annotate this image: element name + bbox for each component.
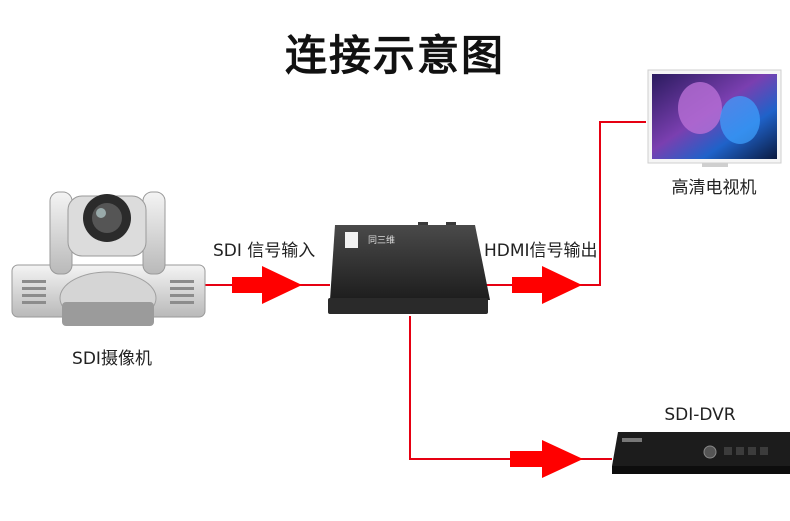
brand-label: 同三维	[368, 234, 395, 246]
page-title: 连接示意图	[284, 31, 505, 80]
output-signal-label: HDMI信号输出	[484, 241, 598, 261]
input-signal-label: SDI 信号输入	[213, 241, 316, 261]
camera-label: SDI摄像机	[72, 349, 152, 369]
converter-box-icon: 同三维	[328, 222, 490, 314]
television-icon	[647, 69, 782, 167]
output-arrow-icon	[512, 266, 582, 304]
dvr-recorder-icon	[612, 432, 790, 474]
line-to-dvr	[409, 316, 612, 460]
tv-label: 高清电视机	[672, 178, 757, 198]
ptz-camera-icon	[11, 191, 206, 326]
dvr-arrow-icon	[510, 440, 583, 478]
input-arrow-icon	[232, 266, 302, 304]
dvr-label: SDI-DVR	[664, 405, 735, 425]
